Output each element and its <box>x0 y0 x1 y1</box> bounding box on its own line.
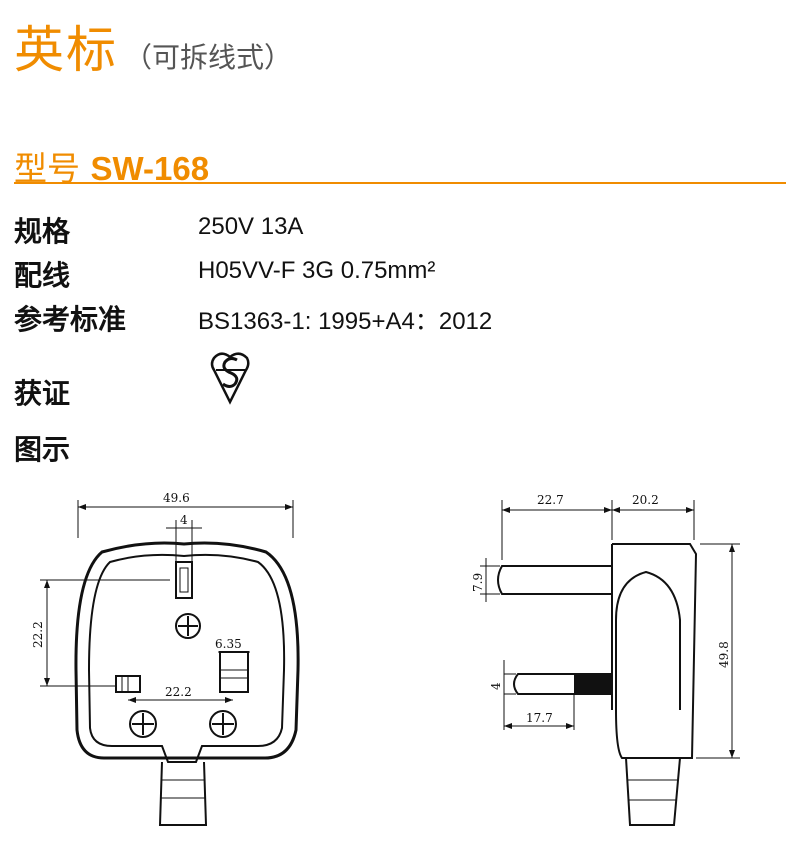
side-view-drawing: 22.7 20.2 7.9 49.8 17.7 4 <box>471 493 740 826</box>
title-subtitle: （可拆线式） <box>124 41 293 74</box>
certification-label: 获证 <box>14 377 71 410</box>
dim-overall-width: 49.6 <box>163 491 190 505</box>
front-view-drawing: 49.6 4 22.2 6.35 22.2 <box>31 491 300 826</box>
spec-value-rating: 250V 13A <box>198 213 304 240</box>
spec-label-standard: 参考标准 <box>14 303 127 336</box>
spec-value-wiring: H05VV-F 3G 0.75mm² <box>198 257 436 284</box>
dim-sleeve-length: 17.7 <box>526 711 553 725</box>
dim-sleeve-width: 4 <box>489 682 503 690</box>
dim-body-depth: 20.2 <box>632 493 659 507</box>
dim-earth-width: 6.35 <box>215 637 242 651</box>
diagram-label: 图示 <box>14 433 71 466</box>
dim-pin-diameter: 7.9 <box>471 573 485 592</box>
dim-pin-height: 22.2 <box>31 621 45 648</box>
model-code: SW-168 <box>90 150 210 187</box>
spec-label-wiring: 配线 <box>14 259 71 292</box>
spec-value-standard: BS1363-1: 1995+A4：2012 <box>198 308 493 335</box>
dim-overall-height: 49.8 <box>717 641 731 668</box>
spec-label-rating: 规格 <box>14 215 71 248</box>
dim-pin-spacing: 22.2 <box>165 685 192 699</box>
model-label: 型号 <box>14 149 80 188</box>
model-divider <box>14 182 786 184</box>
title-main: 英标 <box>14 21 118 79</box>
bsi-kitemark-icon <box>206 346 256 406</box>
dim-pin-length-top: 22.7 <box>537 493 564 507</box>
dim-pin-width: 4 <box>180 513 188 527</box>
page-title: 英标（可拆线式） <box>14 10 292 80</box>
model-row: 型号 SW-168 <box>14 142 209 190</box>
